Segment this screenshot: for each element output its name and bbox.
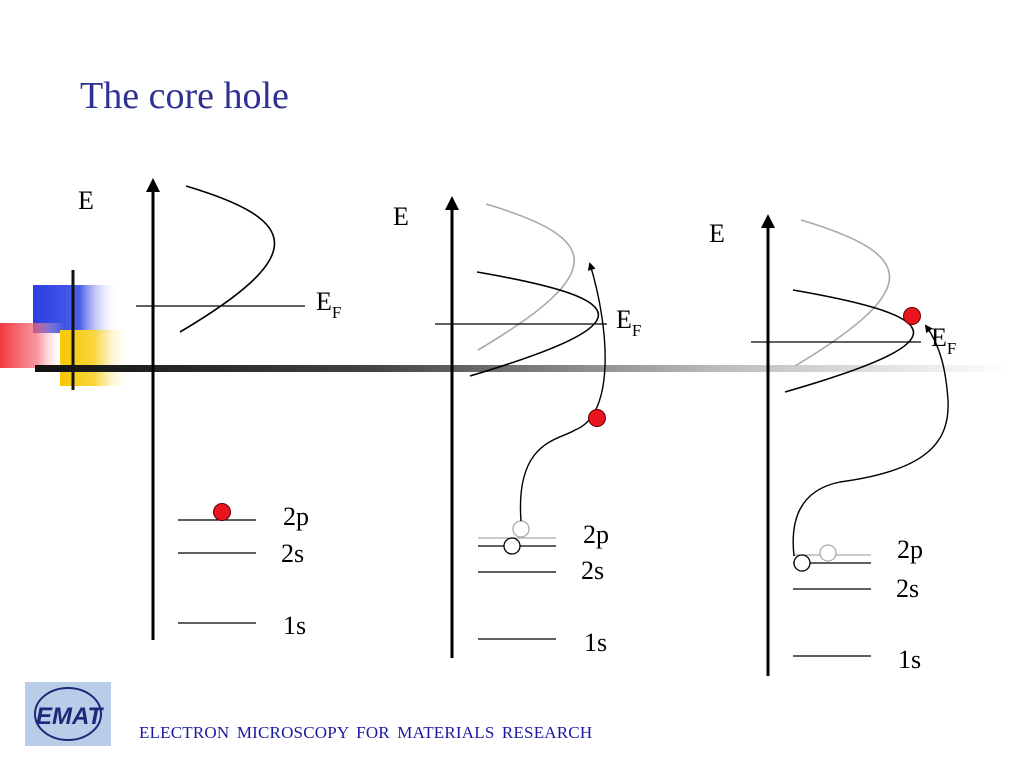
footer-text: ELECTRON MICROSCOPY FOR MATERIALS RESEAR… [139, 723, 593, 742]
relaxation-path [792, 324, 949, 557]
level-1s-label: 1s [283, 611, 306, 640]
original-hole-icon [819, 544, 837, 562]
shifted-band-curve [469, 271, 600, 377]
original-hole-icon [512, 520, 530, 538]
excitation-path [519, 262, 606, 522]
level-1s-label: 1s [898, 645, 921, 674]
shifted-band-curve [784, 289, 915, 393]
panel-excitation: E EF 2p 2s 1s [393, 196, 641, 658]
energy-axis-label: E [78, 186, 94, 215]
deco-yellow-square [60, 330, 130, 386]
divider-bar [35, 365, 1010, 372]
level-2p-label: 2p [897, 535, 923, 564]
panel-ground-state: E EF 2p 2s 1s [78, 178, 341, 640]
electron-icon [213, 503, 231, 521]
energy-axis-label: E [709, 219, 725, 248]
level-2s-label: 2s [896, 574, 919, 603]
decorative-squares [0, 270, 130, 390]
energy-axis-arrow-icon [761, 214, 775, 228]
core-hole-icon [793, 554, 811, 572]
emat-logo: EMAT [25, 682, 111, 746]
original-band-curve [794, 219, 891, 367]
panel-relaxed-state: E EF 2p 2s 1s [709, 214, 956, 676]
energy-axis-arrow-icon [445, 196, 459, 210]
level-2p-label: 2p [283, 502, 309, 531]
valence-band-curve [179, 185, 276, 333]
electron-icon [903, 307, 921, 325]
deco-red-square [0, 323, 64, 368]
core-hole-icon [503, 537, 521, 555]
level-2p-label: 2p [583, 520, 609, 549]
level-2s-label: 2s [281, 539, 304, 568]
fermi-level-label: EF [931, 323, 956, 358]
level-1s-label: 1s [584, 628, 607, 657]
energy-axis-label: E [393, 202, 409, 231]
electron-icon [588, 409, 606, 427]
slide-title: The core hole [80, 75, 289, 117]
level-2s-label: 2s [581, 556, 604, 585]
fermi-level-label: EF [616, 305, 641, 340]
energy-axis-arrow-icon [146, 178, 160, 192]
fermi-level-label: EF [316, 287, 341, 322]
original-band-curve [477, 203, 576, 351]
logo-text: EMAT [36, 703, 105, 730]
